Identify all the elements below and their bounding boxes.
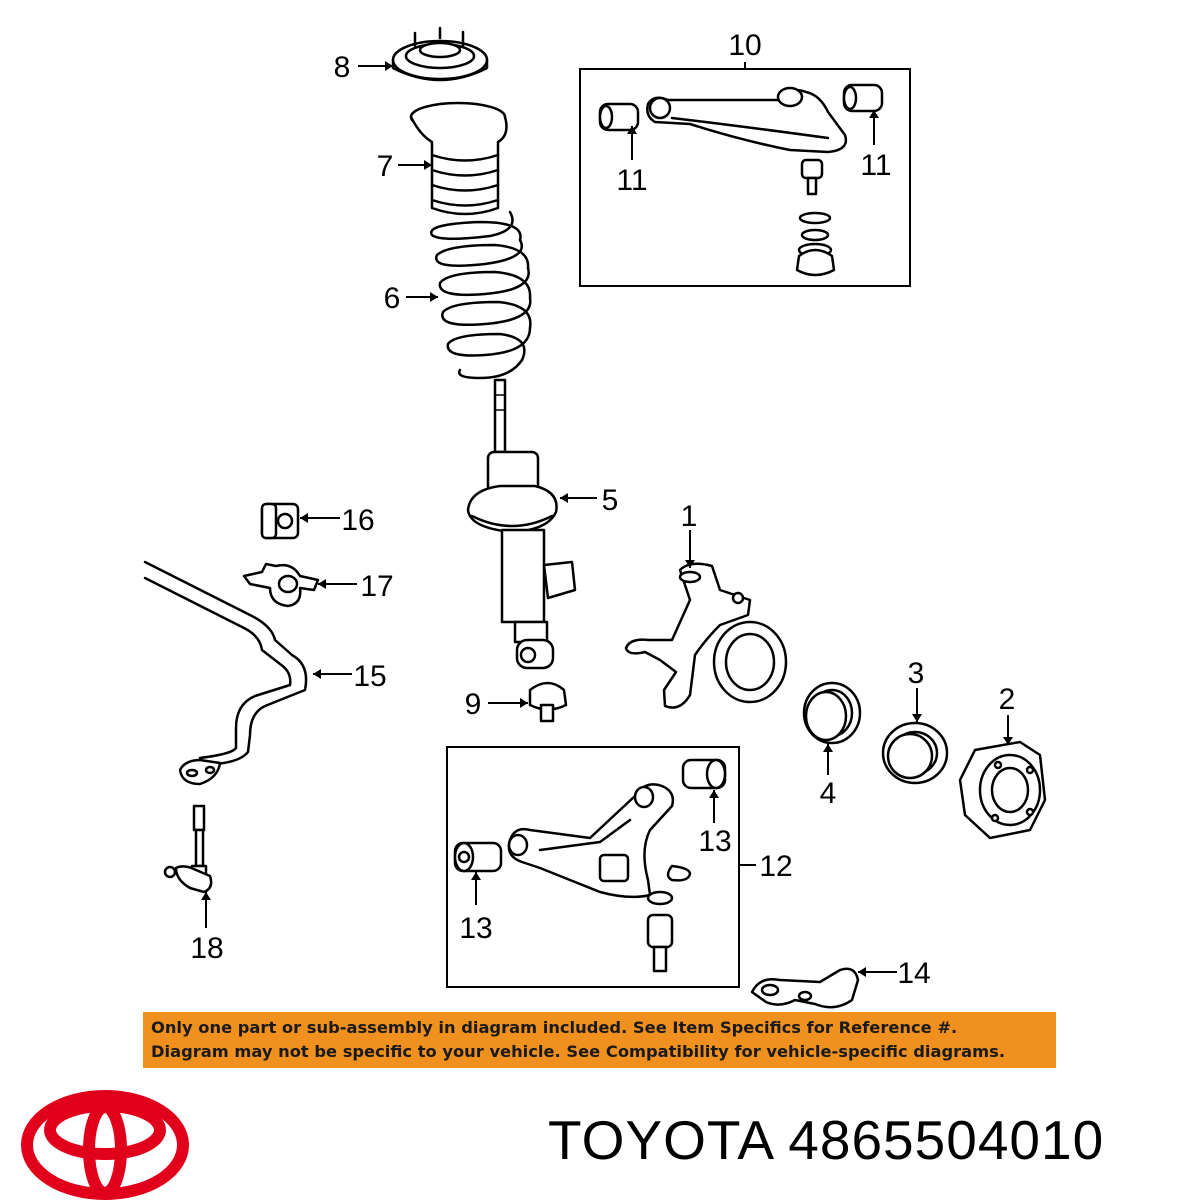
callout-1: 1 (681, 500, 698, 533)
callout-13-upper: 13 (698, 825, 731, 858)
callout-labels: 1 2 3 4 5 6 7 8 9 10 11 11 12 13 13 14 1… (190, 29, 1015, 990)
notice-text: Only one part or sub-assembly in diagram… (143, 1012, 1056, 1068)
callout-12: 12 (759, 850, 792, 883)
wheel-bearing-part (802, 681, 862, 745)
callout-18: 18 (190, 932, 223, 965)
lower-ball-joint-part (646, 864, 692, 973)
callout-2: 2 (999, 683, 1016, 716)
callout-3: 3 (908, 657, 925, 690)
shock-absorber-part (466, 378, 577, 670)
callout-9: 9 (465, 688, 482, 721)
callout-7: 7 (377, 150, 394, 183)
notice-banner (143, 1012, 1056, 1068)
stabilizer-bushing-part (260, 502, 300, 540)
stabilizer-bracket-part (242, 562, 320, 608)
stabilizer-bar-part (143, 560, 308, 786)
callout-16: 16 (341, 504, 374, 537)
lower-arm-detail-box (446, 746, 740, 988)
callout-17: 17 (360, 570, 393, 603)
callout-15: 15 (353, 660, 386, 693)
lower-bushing-upper-part (681, 758, 727, 790)
steering-knuckle-part (624, 562, 788, 709)
lower-control-arm-part (507, 783, 675, 899)
notice-line-1: Only one part or sub-assembly in diagram… (151, 1018, 958, 1037)
callout-14: 14 (897, 957, 930, 990)
bump-stop-boot-part (409, 101, 508, 216)
upper-bushing-left-part (598, 102, 640, 132)
callout-4: 4 (820, 777, 837, 810)
upper-bushing-right-part (842, 83, 884, 113)
callout-11-left: 11 (616, 164, 647, 197)
strut-mount-part (391, 26, 489, 82)
callout-11-right: 11 (860, 149, 891, 182)
stabilizer-link-part (163, 804, 213, 894)
strut-bushing-part (528, 681, 568, 723)
steering-arm-part (750, 967, 860, 1009)
notice-line-2: Diagram may not be specific to your vehi… (151, 1042, 1006, 1061)
callout-5: 5 (602, 484, 619, 517)
bearing-part (881, 721, 949, 785)
callout-8: 8 (334, 51, 351, 84)
callout-13-lower: 13 (459, 912, 492, 945)
callout-6: 6 (384, 282, 401, 315)
callout-10: 10 (728, 29, 761, 62)
lower-bushing-lower-part (453, 841, 503, 873)
leader-lines (201, 61, 1013, 977)
upper-ball-joint-part (795, 158, 836, 277)
toyota-logo-icon (21, 1090, 189, 1200)
coil-spring-part (429, 210, 532, 380)
upper-control-arm-part (646, 86, 848, 154)
brand-part-number-title: TOYOTA 4865504010 (548, 1109, 1105, 1171)
wheel-hub-part (958, 740, 1047, 840)
